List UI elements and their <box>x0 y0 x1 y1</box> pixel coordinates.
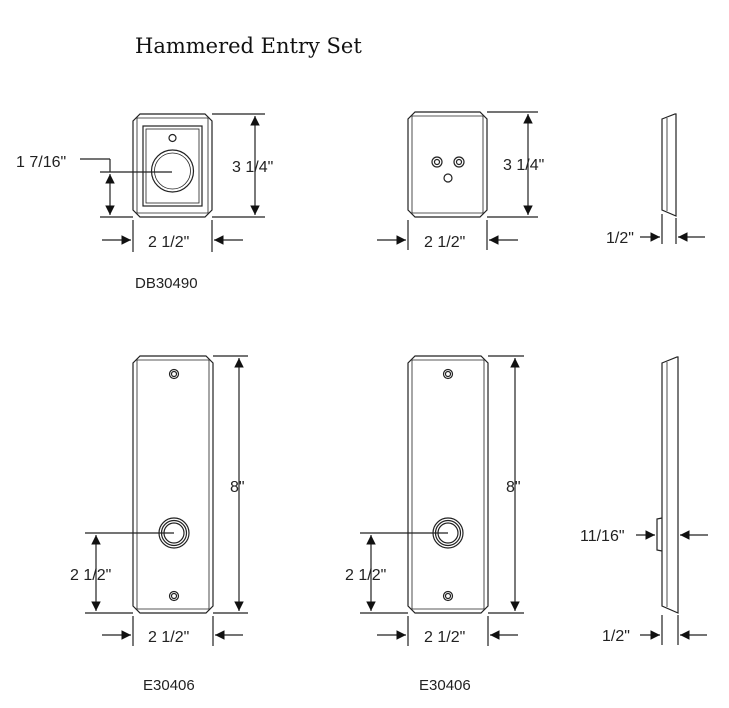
model-number: E30406 <box>143 677 195 694</box>
entry-plate-front-drawing <box>85 355 248 646</box>
height-dimension-label: 8" <box>230 479 245 496</box>
width-dimension-label: 2 1/2" <box>148 234 189 251</box>
height-dimension-label: 3 1/4" <box>232 159 273 176</box>
width-dimension-label: 2 1/2" <box>424 629 465 646</box>
width-dimension-label: 2 1/2" <box>148 629 189 646</box>
height-dimension-label: 8" <box>506 479 521 496</box>
center-dimension-label: 2 1/2" <box>345 567 386 584</box>
center-dimension-label: 1 7/16" <box>16 154 66 171</box>
model-number: E30406 <box>419 677 471 694</box>
knob-depth-dimension-label: 11/16" <box>580 528 625 545</box>
entry-plate-front-drawing-2 <box>360 355 524 646</box>
entry-plate-side-drawing <box>636 356 708 645</box>
deadbolt-front-drawing <box>80 113 265 252</box>
depth-dimension-label: 1/2" <box>606 230 634 247</box>
height-dimension-label: 3 1/4" <box>503 157 544 174</box>
page-title: Hammered Entry Set <box>135 34 362 58</box>
width-dimension-label: 2 1/2" <box>424 234 465 251</box>
deadbolt-back-drawing <box>377 111 538 250</box>
depth-dimension-label: 1/2" <box>602 628 630 645</box>
center-dimension-label: 2 1/2" <box>70 567 111 584</box>
model-number: DB30490 <box>135 275 198 292</box>
deadbolt-side-drawing <box>640 113 705 244</box>
